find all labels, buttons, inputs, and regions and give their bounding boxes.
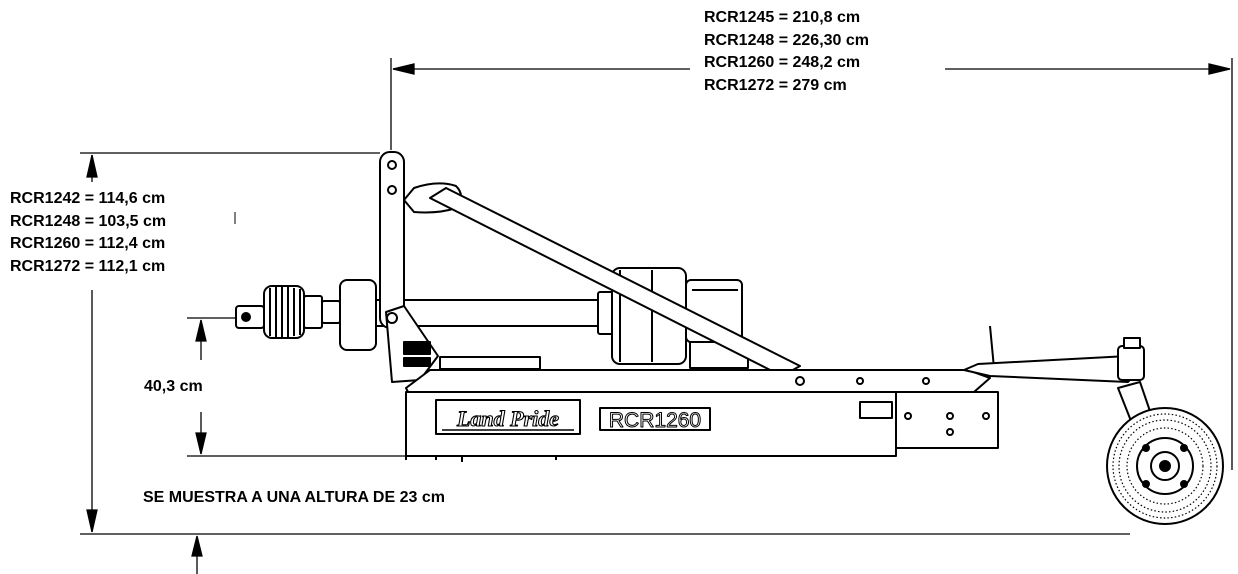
pto-height-dimension <box>187 317 415 457</box>
height-note-label: SE MUESTRA A UNA ALTURA DE 23 cm <box>143 489 445 506</box>
model-decal: RCR1260 <box>599 407 711 433</box>
pto-driveline <box>235 279 615 351</box>
overall-height-labels: RCR1242 = 114,6 cm RCR1248 = 103,5 cm RC… <box>10 188 166 278</box>
height-label-rcr1242: RCR1242 = 114,6 cm <box>10 190 166 207</box>
land-pride-decal: Land Pride <box>435 399 581 435</box>
land-pride-logo: Land Pride <box>456 406 559 431</box>
pto-height-label: 40,3 cm <box>144 378 203 395</box>
overall-length-labels: RCR1245 = 210,8 cm RCR1248 = 226,30 cm R… <box>704 7 869 97</box>
overall-height-dimension <box>80 152 1130 535</box>
height-label-rcr1248: RCR1248 = 103,5 cm <box>10 212 167 230</box>
ground-clearance-arrow <box>191 535 203 574</box>
brace-arm <box>429 187 801 377</box>
height-label-rcr1272: RCR1272 = 112,1 cm <box>10 257 166 275</box>
hitch-plate <box>385 305 439 383</box>
tail-wheel <box>1106 407 1224 525</box>
height-label-rcr1260: RCR1260 = 112,4 cm <box>10 235 166 252</box>
overall-length-dimension <box>390 58 1233 470</box>
model-decal-text: RCR1260 <box>609 409 701 432</box>
length-label-rcr1272: RCR1272 = 279 cm <box>704 76 847 94</box>
length-label-rcr1248: RCR1248 = 226,30 cm <box>704 31 869 49</box>
rotary-cutter: Land Pride RCR1260 <box>235 151 1224 525</box>
length-label-rcr1245: RCR1245 = 210,8 cm <box>704 9 861 26</box>
length-label-rcr1260: RCR1260 = 248,2 cm <box>704 54 861 71</box>
